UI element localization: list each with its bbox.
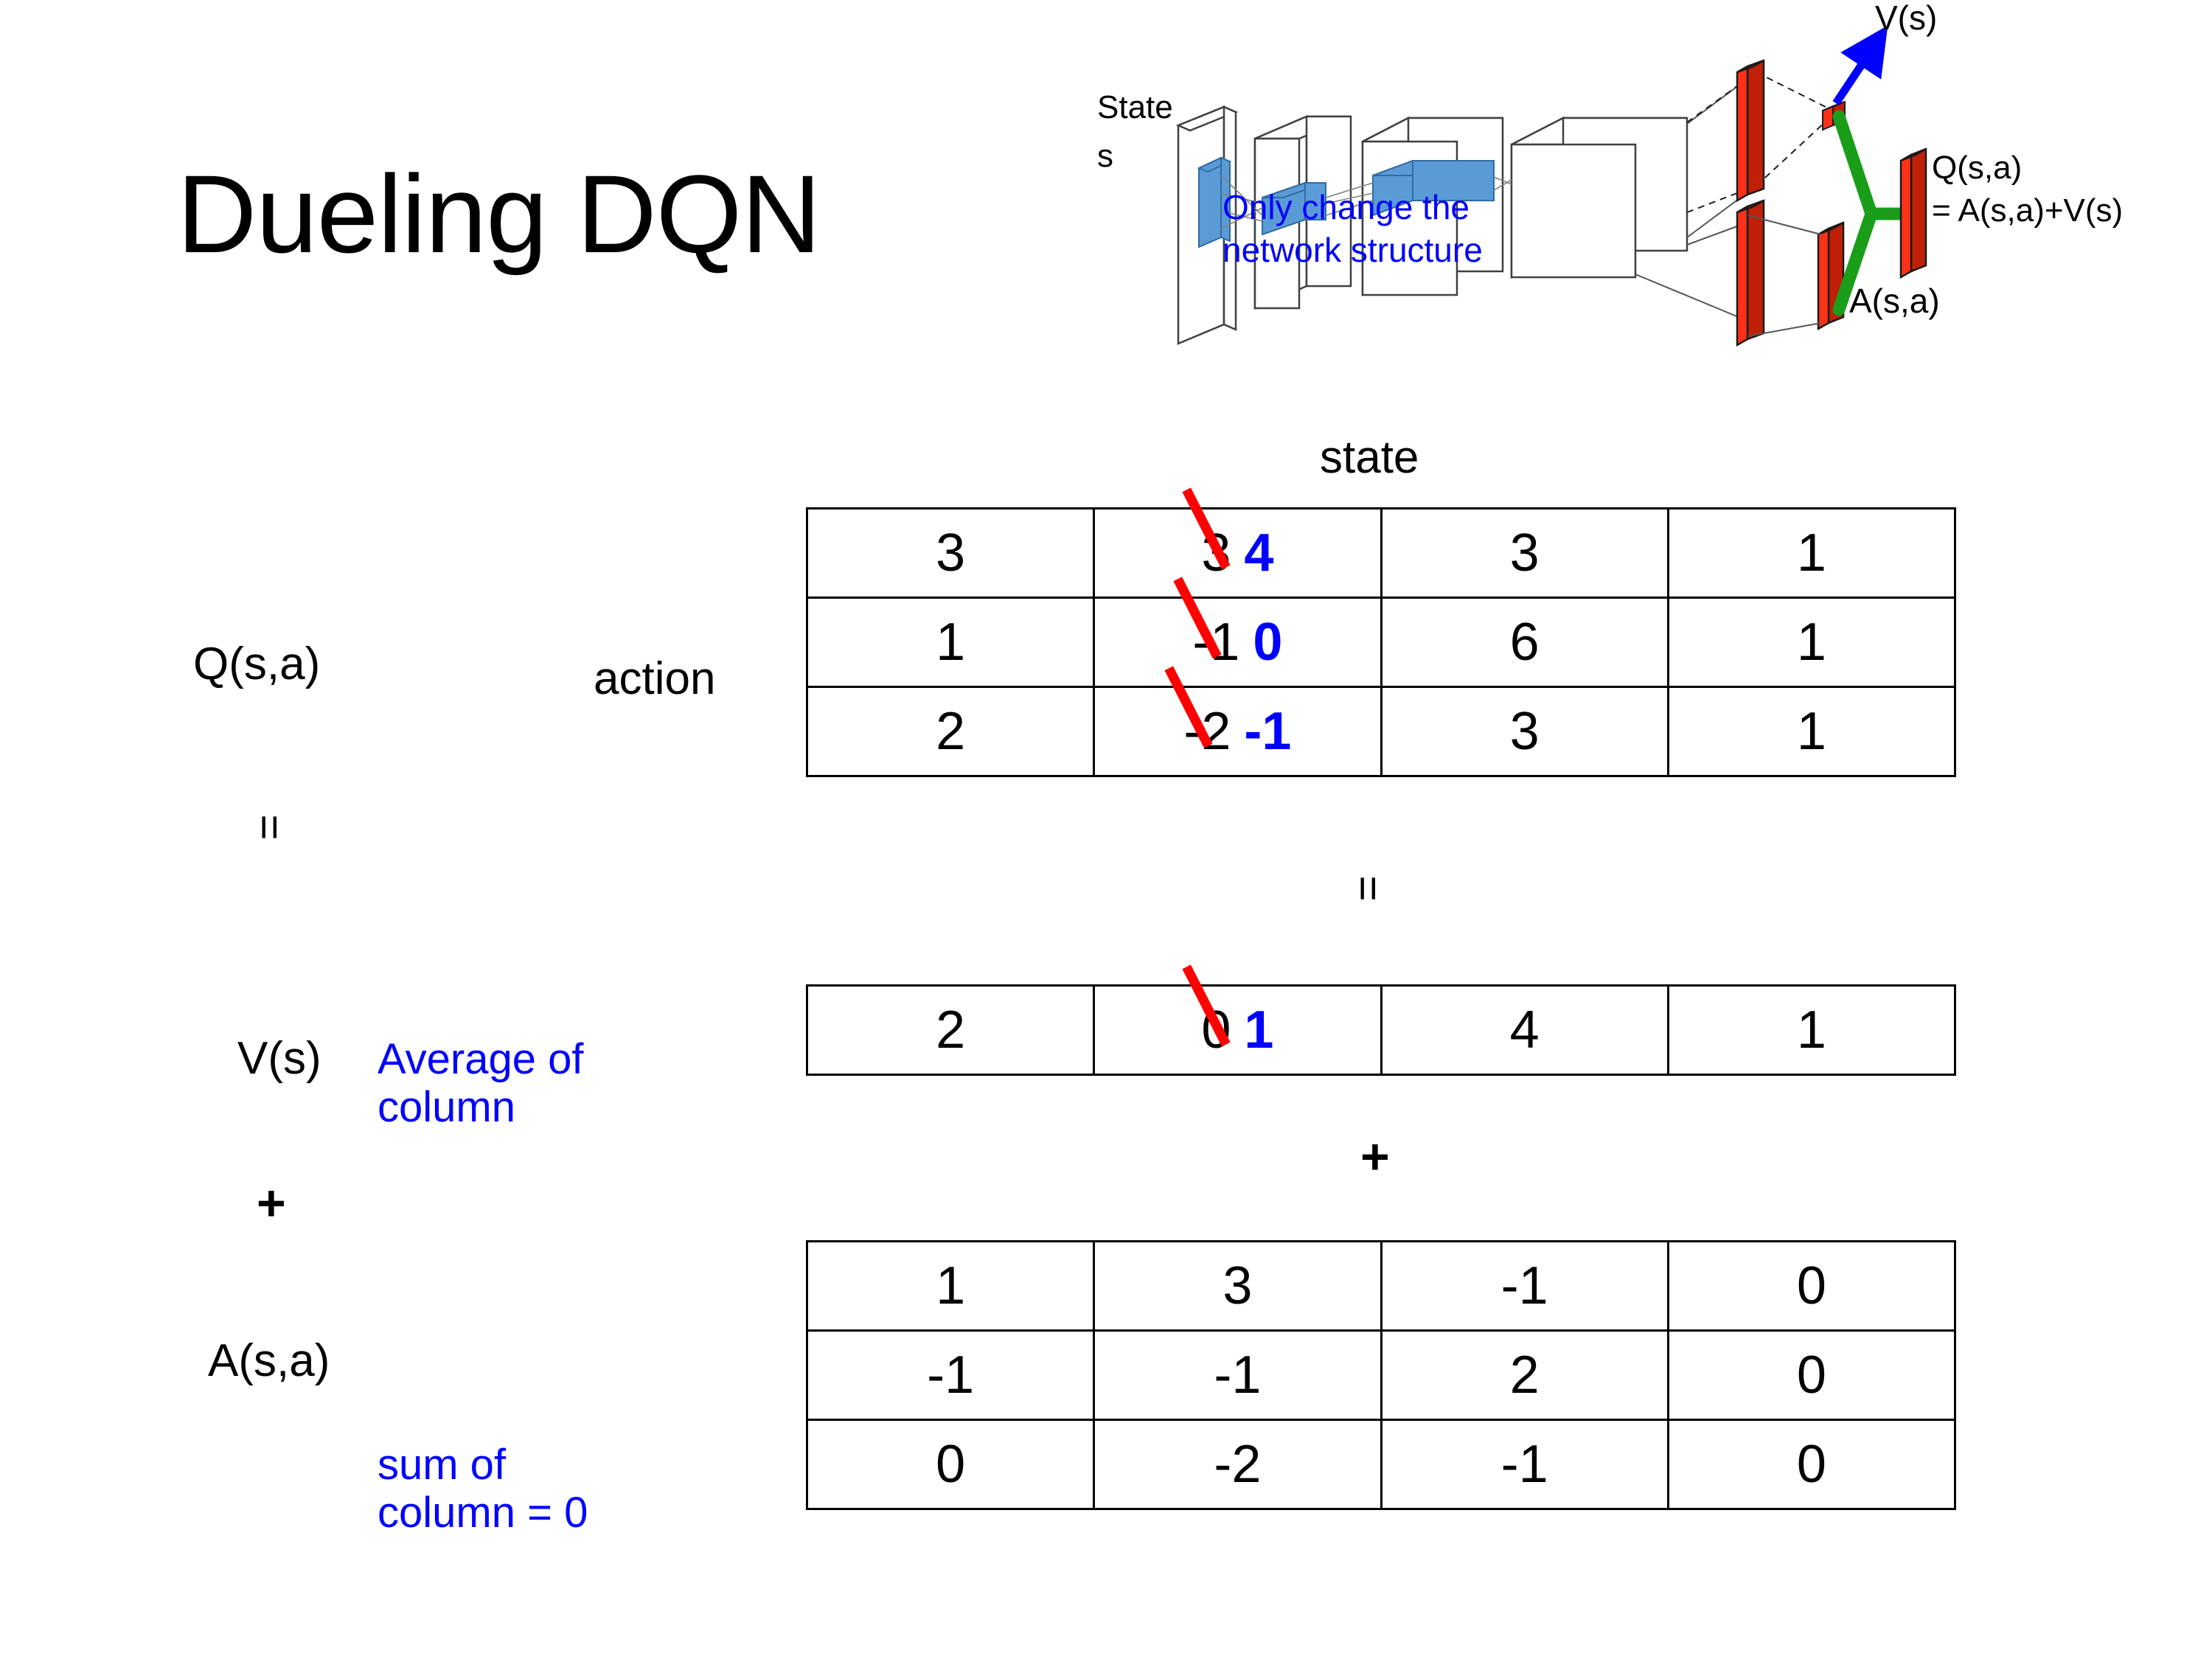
struck-old-value: -1 [1192, 613, 1240, 672]
struck-old-value: 0 [1201, 1001, 1231, 1060]
v-function-label: V(s) [237, 1033, 321, 1084]
sum-of-column-note: sum of column = 0 [378, 1441, 588, 1537]
table-cell: 1 [1666, 507, 1957, 599]
state-axis-label: state [1320, 432, 1419, 483]
corrected-new-value: 4 [1244, 524, 1274, 582]
edited-value-group: -2-1 [1183, 701, 1291, 762]
corrected-new-value: -1 [1244, 702, 1292, 761]
dueling-network-diagram: State s Only change the network structur… [1091, 0, 2212, 413]
table-cell: 1 [1666, 597, 1957, 688]
sum-note-line1: sum of [378, 1441, 507, 1489]
table-cell: 6 [1380, 597, 1669, 688]
diagram-note-line1: Only change the [1222, 188, 1470, 226]
diagram-q-label-line2: = A(s,a)+V(s) [1932, 192, 2123, 229]
table-cell: 0 [1666, 1419, 1957, 1510]
aggregate-merge-lines-icon [1832, 110, 1910, 316]
table-cell: 3 [1093, 1240, 1382, 1332]
table-cell: -1 [1093, 1329, 1382, 1421]
table-cell: 2 [805, 686, 1096, 777]
page-title: Dueling DQN [177, 152, 821, 276]
corrected-new-value: 1 [1244, 1001, 1274, 1060]
conv-block-1-filter-icon [1262, 181, 1326, 236]
table-cell: 1 [1666, 686, 1957, 777]
table-cell: 2 [1380, 1329, 1669, 1421]
diagram-state-label-line2: s [1097, 138, 1113, 174]
q-output-bar-icon [1899, 147, 1927, 279]
struck-old-value: 3 [1201, 524, 1231, 582]
table-cell: -1 [1380, 1240, 1669, 1332]
value-output-arrow-icon [1832, 25, 1888, 106]
q-function-label: Q(s,a) [193, 639, 321, 689]
diagram-state-label-line1: State [1097, 89, 1173, 125]
advantage-stream-bar-icon [1736, 199, 1765, 347]
diagram-advantage-label: A(s,a) [1849, 282, 1940, 320]
average-of-column-note: Average of column [378, 1035, 584, 1132]
table-cell: 3 [1380, 686, 1669, 777]
table-cell: 0 [1666, 1329, 1957, 1421]
plus-sign-left: + [257, 1175, 286, 1231]
diagram-q-label-line1: Q(s,a) [1932, 150, 2022, 186]
table-cell: 3 [1380, 507, 1669, 599]
plus-sign-middle: + [1360, 1129, 1390, 1185]
value-stream-bar-icon [1736, 59, 1765, 203]
input-filter-icon [1197, 156, 1232, 248]
conv-block-3-icon [1510, 116, 1688, 279]
table-cell: 4 [1380, 984, 1669, 1076]
advantage-output-bar-icon [1817, 221, 1845, 331]
diagram-note-line2: network structure [1222, 231, 1483, 269]
sum-note-line2: column = 0 [378, 1488, 588, 1537]
corrected-new-value: 0 [1253, 613, 1283, 672]
table-cell: 1 [805, 1240, 1096, 1332]
table-cell: 3 [805, 507, 1096, 599]
a-function-label: A(s,a) [208, 1335, 330, 1386]
equals-sign-middle: = [1343, 875, 1394, 902]
table-cell: 0 [805, 1419, 1096, 1510]
advantage-link-lines [1747, 215, 1822, 337]
table-cell: 1 [805, 597, 1096, 688]
average-note-line1: Average of [378, 1035, 584, 1083]
conv-block-2-filter-icon [1372, 159, 1495, 217]
average-note-line2: column [378, 1082, 515, 1131]
action-axis-label: action [594, 653, 716, 704]
table-cell: -1 [805, 1329, 1096, 1421]
table-cell: 1 [1666, 984, 1957, 1076]
table-cell: 0 [1666, 1240, 1957, 1332]
diagram-value-label: V(s) [1875, 0, 1937, 37]
equals-sign-left: = [245, 814, 295, 841]
table-cell: -2 [1093, 1419, 1382, 1510]
struck-old-value: -2 [1183, 702, 1231, 761]
table-cell: -1 [1380, 1419, 1669, 1510]
feature-link-lines [1220, 175, 1512, 229]
table-cell: 2 [805, 984, 1096, 1076]
table-cell-edited: -2-1 [1093, 686, 1382, 777]
